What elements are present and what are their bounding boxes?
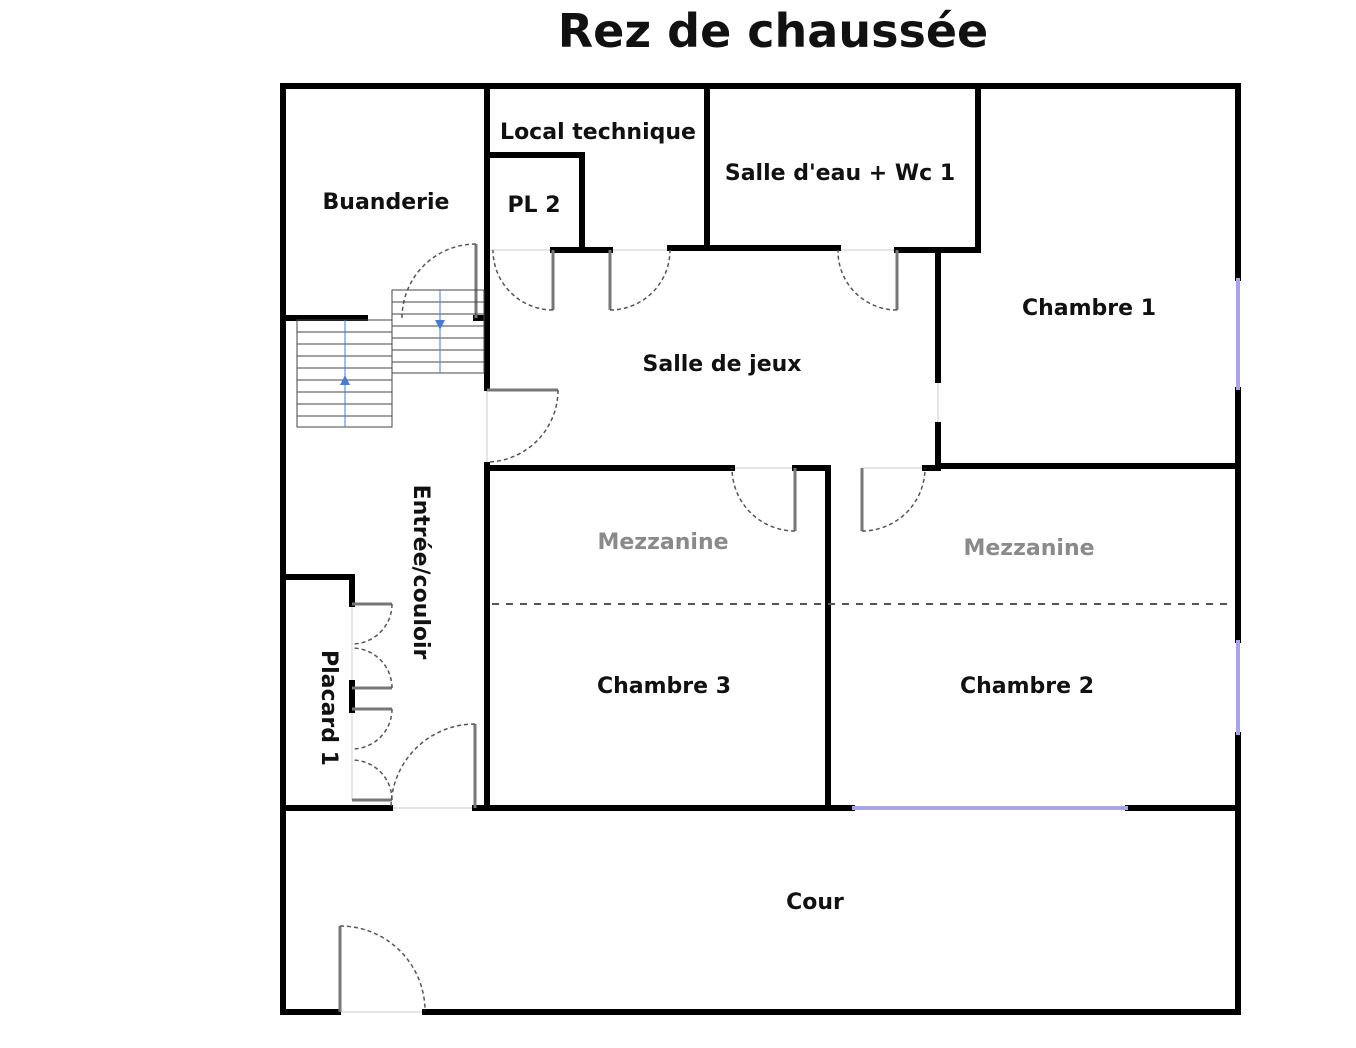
room-salle-eau: Salle d'eau + Wc 1 [725, 161, 955, 186]
plan-title: Rez de chaussée [557, 4, 989, 58]
mezzanine-right: Mezzanine [963, 536, 1094, 561]
mezzanine-left: Mezzanine [597, 530, 728, 555]
doors [338, 243, 926, 1012]
room-local-technique: Local technique [500, 120, 696, 145]
staircase [296, 289, 485, 428]
room-entree-couloir: Entrée/couloir [408, 485, 433, 660]
room-chambre-3: Chambre 3 [597, 674, 731, 699]
room-pl2: PL 2 [507, 193, 560, 218]
room-chambre-2: Chambre 2 [960, 674, 1094, 699]
room-buanderie: Buanderie [323, 190, 450, 215]
room-salle-de-jeux: Salle de jeux [643, 352, 802, 377]
stair-up-arrow-icon [340, 375, 350, 385]
stair-down-arrow-icon [435, 320, 445, 330]
windows [852, 278, 1240, 810]
room-placard-1: Placard 1 [316, 650, 341, 766]
room-chambre-1: Chambre 1 [1022, 296, 1156, 321]
walls [280, 83, 1241, 1015]
room-cour: Cour [786, 890, 844, 915]
